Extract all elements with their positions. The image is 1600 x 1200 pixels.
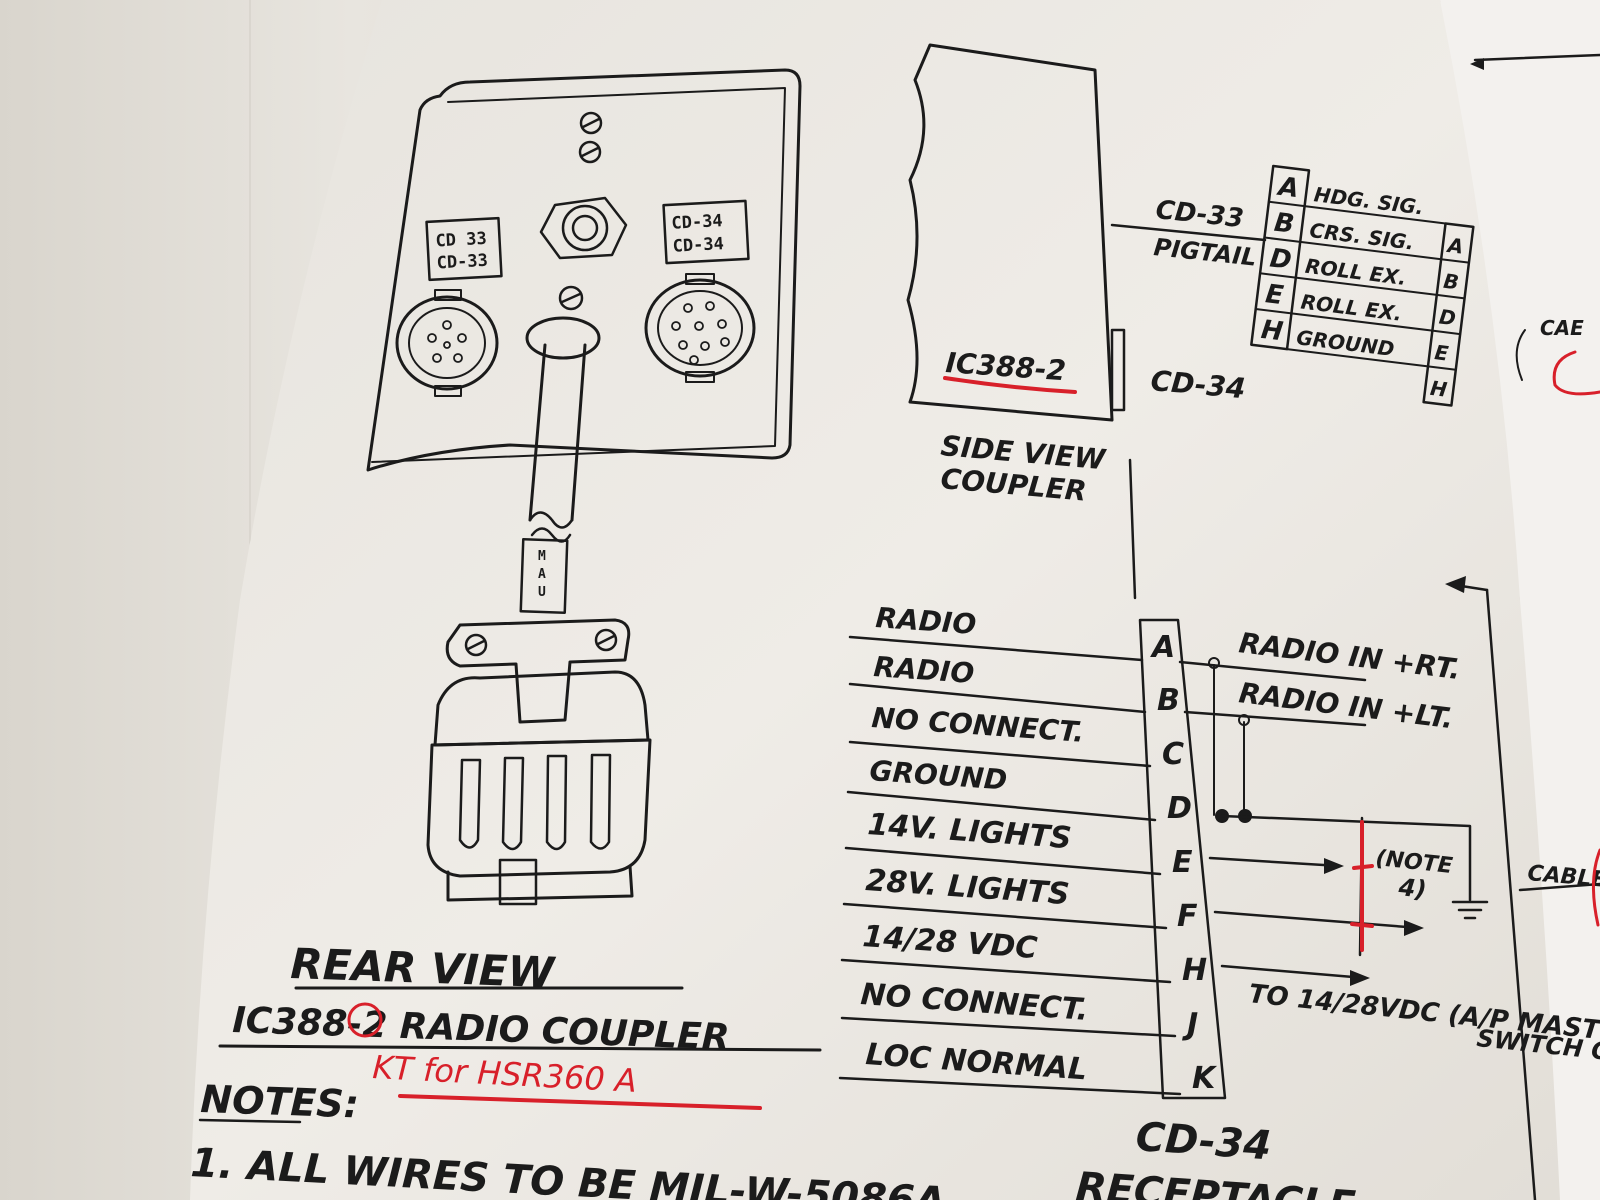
red-circle-mark	[1552, 350, 1600, 396]
cd33-label-box	[425, 216, 503, 282]
cd33-label-line1: CD 33	[435, 229, 487, 252]
mating-pin: A	[1444, 233, 1464, 259]
cd33-pigtail-table: A B D E H HDG. SIG. CRS. SIG. ROLL EX. R…	[1250, 164, 1475, 407]
pigtail-pin: B	[1273, 208, 1296, 240]
sleeve-marking: U	[538, 585, 546, 600]
cd34-pin-column	[1138, 618, 1227, 1100]
pigtail-pin: A	[1275, 172, 1301, 204]
cd33-connector-icon	[395, 289, 499, 397]
arrow-head-icon	[1445, 576, 1466, 593]
red-underline	[943, 376, 1077, 394]
cd34-lead-line	[1128, 458, 1137, 600]
heading-circled-dash-number: 2	[362, 1005, 388, 1047]
cable-break	[528, 511, 574, 529]
side-view-outline	[906, 43, 1114, 422]
red-circle-mark	[1591, 848, 1600, 927]
pigtail-pin-column	[1250, 164, 1311, 351]
radio-right-wire	[1178, 660, 1367, 682]
pigtail-pin: D	[1268, 243, 1293, 275]
cd34-pin: J	[1182, 1007, 1198, 1042]
pigtail-pin: E	[1264, 279, 1286, 311]
cable-label-top: CAE	[1540, 316, 1584, 340]
arrow-head-icon	[1470, 58, 1484, 70]
cd34-pin: F	[1177, 899, 1198, 934]
red-mark	[1352, 864, 1374, 870]
cd34-receptacle-title: CD-34	[1134, 1114, 1272, 1169]
screw-icon	[558, 285, 584, 311]
pigtail-pin: H	[1259, 315, 1284, 347]
mating-pin: E	[1433, 340, 1450, 366]
cable-branch	[1518, 882, 1600, 892]
arrow-head-icon	[1324, 858, 1344, 874]
cd34-pin: B	[1157, 683, 1180, 718]
cd34-connector-icon	[644, 273, 756, 383]
cable-grommet	[525, 316, 601, 360]
top-right-wire	[1473, 53, 1600, 62]
sleeve-marking: A	[538, 567, 546, 582]
heading-underline	[218, 1044, 822, 1052]
arrow-head-icon	[1404, 920, 1424, 936]
ground-symbol-icon	[1451, 900, 1489, 920]
note-4-label-line2: 4)	[1396, 873, 1427, 904]
rear-panel-inner-edge	[371, 87, 786, 463]
sleeve-marking: M	[538, 549, 546, 564]
14v-lights-wire	[1208, 856, 1342, 868]
28v-lights-wire	[1213, 910, 1422, 930]
cd34-pin: C	[1162, 737, 1184, 772]
red-mark	[1350, 922, 1374, 928]
screw-icon	[579, 111, 603, 135]
cd34-receptacle-stub	[1110, 328, 1126, 412]
side-cd34-label: CD-34	[1149, 364, 1246, 405]
cable-body	[528, 343, 587, 522]
pigtail-wire	[1110, 223, 1267, 242]
cd34-label-line1: CD-34	[671, 211, 723, 234]
screw-icon	[578, 140, 602, 164]
mating-pin-column	[1422, 222, 1475, 407]
heading-part-number: IC388-	[232, 1000, 363, 1046]
red-circle-mark	[347, 1002, 383, 1038]
mating-pin: D	[1438, 304, 1457, 330]
cd34-pin: A	[1150, 630, 1175, 665]
ground-wire	[1220, 814, 1472, 902]
14-28vdc-wire	[1220, 964, 1367, 980]
cable-trunk	[1485, 588, 1537, 1200]
cable-marker-sleeve	[519, 538, 569, 614]
plug-connector-icon	[426, 618, 652, 906]
arrow-head-icon	[1350, 970, 1370, 986]
cd34-label-box	[662, 199, 750, 265]
side-view-drawing: IC388-2 SIDE VIEW COUPLER CD-33 PIGTAIL …	[906, 43, 1267, 600]
rear-view-heading: REAR VIEW	[290, 939, 558, 997]
cd34-label-line2: CD-34	[672, 234, 724, 257]
mating-pin: B	[1442, 269, 1460, 295]
cd34-pin: H	[1182, 953, 1207, 988]
rear-panel-outline	[366, 68, 802, 472]
cd34-pin: D	[1167, 791, 1192, 826]
cd34-pin: K	[1192, 1061, 1218, 1096]
cd34-signal-label: RADIO	[875, 601, 978, 641]
cd34-pin: E	[1172, 845, 1193, 880]
cable-bracket	[1515, 329, 1526, 381]
notes-heading-underline	[198, 1118, 302, 1124]
coax-jack-icon	[539, 196, 628, 260]
mating-pin: H	[1429, 376, 1449, 402]
notes-heading: NOTES:	[200, 1077, 360, 1127]
cd34-signal-label: RADIO	[873, 650, 976, 690]
main-page	[190, 0, 1560, 1200]
cd33-label-line2: CD-33	[436, 251, 488, 274]
red-underline	[398, 1094, 762, 1110]
